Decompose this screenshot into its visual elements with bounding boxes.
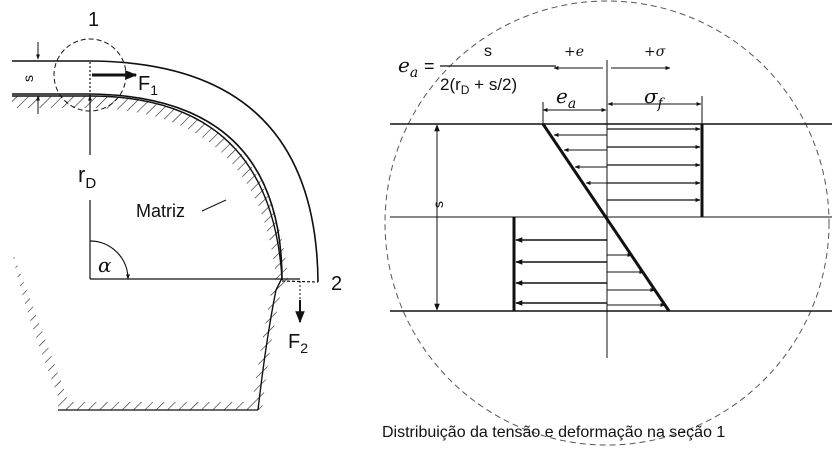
strain-ea-label: ea bbox=[556, 84, 576, 112]
bending-diagram: 1 s F1 rD Matriz α 2 F2 bbox=[12, 9, 342, 411]
compression-stress-arrows bbox=[515, 237, 607, 306]
sheet-outer-edge bbox=[12, 60, 319, 283]
force-f1-label: F1 bbox=[138, 73, 158, 98]
die-label: Matriz bbox=[136, 201, 185, 221]
thickness-label: s bbox=[20, 75, 36, 82]
section-1-label: 1 bbox=[88, 9, 99, 31]
angle-arc bbox=[89, 240, 130, 280]
formula-equals: = bbox=[424, 56, 435, 76]
distribution-diagram: s bbox=[384, 0, 832, 446]
formula-numerator: s bbox=[484, 43, 492, 60]
tension-strain-arrows bbox=[553, 133, 607, 185]
thickness-label-right: s bbox=[430, 201, 446, 208]
stress-sigma-f-label: σf bbox=[644, 84, 666, 112]
radius-label: rD bbox=[78, 162, 96, 192]
formula-denominator: 2(rD + s/2) bbox=[440, 75, 517, 97]
compression-strain-arrows bbox=[607, 253, 666, 307]
positive-stress-label: +σ bbox=[644, 44, 666, 60]
die-contour bbox=[12, 95, 283, 411]
section-1-magnified-circle bbox=[384, 0, 830, 446]
strain-formula: ea = s 2(rD + s/2) bbox=[398, 43, 556, 97]
tension-stress-arrows bbox=[607, 127, 701, 202]
figure-caption: Distribuição da tensão e deformação na s… bbox=[382, 424, 726, 441]
section-2-label: 2 bbox=[331, 273, 342, 295]
sheet-inner-edge bbox=[12, 93, 283, 281]
force-f2-label: F2 bbox=[288, 331, 308, 356]
formula-lhs: ea bbox=[398, 53, 418, 81]
angle-label: α bbox=[98, 253, 112, 277]
positive-strain-label: +e bbox=[564, 44, 584, 60]
strain-distribution-line bbox=[541, 123, 671, 312]
